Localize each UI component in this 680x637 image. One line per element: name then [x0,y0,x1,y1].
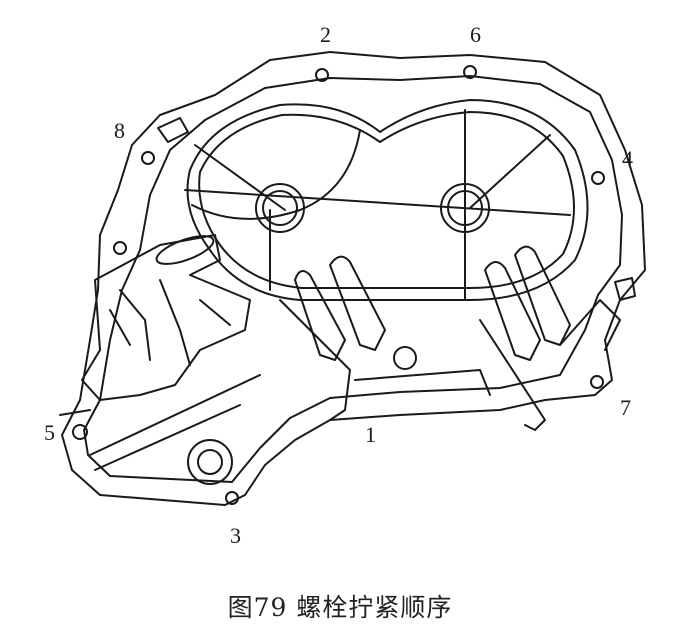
top-left-stub [157,117,189,143]
bolt-number-7: 7 [620,395,631,420]
bolt-number-4: 4 [622,146,633,171]
left-injector-tip [155,235,215,265]
figure-caption: 图79 螺栓拧紧顺序 [227,593,453,622]
lower-boss-inner [197,449,223,475]
left-injector-detail [109,279,231,366]
bolt-hole-7 [590,375,604,389]
bolt-hole-4 [591,171,605,185]
timing-window-outer [186,99,589,301]
right-injector-b [514,245,571,346]
left-injector-assembly [81,234,251,401]
cover-inner-outline [83,75,623,483]
bolt-number-2: 2 [320,22,331,47]
bolt-hole-2 [315,68,329,82]
middle-injector-a [294,270,346,361]
bolt-hole-extra [113,241,127,255]
center-boss-hole [393,346,417,370]
middle-bracket [279,299,491,421]
bolt-number-6: 6 [470,22,481,47]
right-injector-a [484,261,541,361]
right-cam-opening-inner [447,190,483,226]
bolt-hole-3 [225,491,239,505]
left-cam-opening-inner [262,190,298,226]
timing-window-inner [198,111,575,289]
reference-line-diagonal-right [469,134,551,209]
sensor-stub [614,277,636,301]
bolt-number-1: 1 [365,422,376,447]
left-lobe-curve [191,129,361,220]
bolt-number-3: 3 [230,523,241,548]
left-cam-opening-outer [255,183,305,233]
bolt-number-5: 5 [44,420,55,445]
bolt-hole-5 [72,424,88,440]
lower-rib [59,374,261,471]
middle-injector-b [329,255,386,351]
reference-line-diagonal-left [194,144,286,211]
lower-boss-outer [187,439,233,485]
bolt-number-8: 8 [114,118,125,143]
reference-line-horizontal [184,189,571,216]
bolt-hole-8 [141,151,155,165]
bolt-hole-6 [463,65,477,79]
right-cam-opening-outer [440,183,490,233]
engine-cover-drawing: 1 2 3 4 5 6 7 8 [44,22,646,548]
cover-outer-outline [61,51,646,506]
right-bracket [479,299,621,431]
